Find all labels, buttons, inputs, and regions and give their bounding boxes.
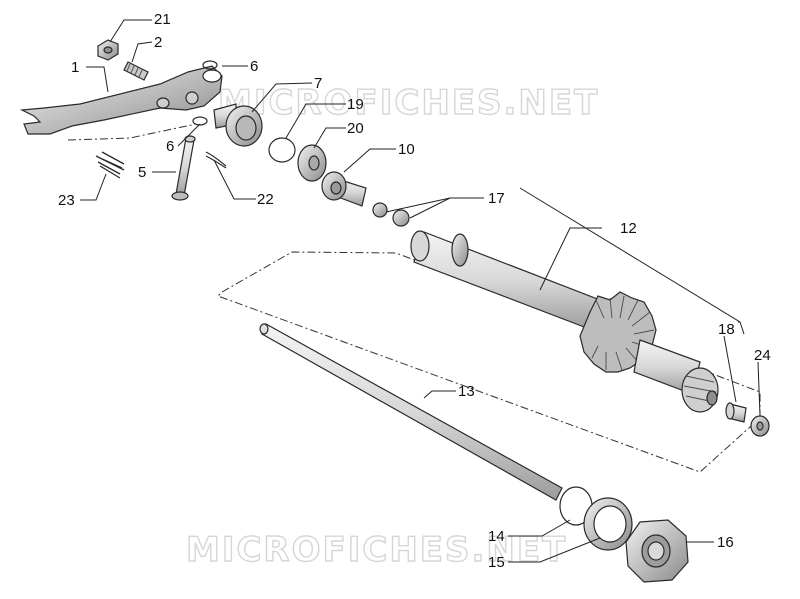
callout-2: 2 (154, 34, 162, 51)
callout-20: 20 (347, 120, 364, 137)
callout-23: 23 (58, 192, 75, 209)
callout-24: 24 (754, 347, 771, 364)
callout-labels: 1 2 21 6 7 19 20 10 17 12 6 5 22 23 18 2… (58, 11, 771, 571)
callout-7: 7 (314, 75, 322, 92)
callout-16: 16 (717, 534, 734, 551)
callout-22: 22 (257, 191, 274, 208)
callout-19: 19 (347, 96, 364, 113)
watermark-top: MICROFICHES.NET (218, 83, 599, 123)
washer-part-6-lower (192, 116, 208, 126)
callout-17: 17 (488, 190, 505, 207)
lever-part (19, 65, 223, 135)
gear-teeth (579, 291, 657, 373)
pin-part-5 (171, 135, 196, 201)
callout-6-top: 6 (250, 58, 258, 75)
ring-part-19 (268, 137, 296, 163)
callout-12: 12 (620, 220, 637, 237)
bushing-part-7 (213, 103, 263, 147)
flange-part-20 (297, 144, 327, 182)
callout-14: 14 (488, 528, 505, 545)
callout-15: 15 (488, 554, 505, 571)
bearing-ring-part-15 (583, 497, 633, 551)
oring-part-6-top (202, 60, 218, 70)
watermark-bottom: MICROFICHES.NET (186, 530, 567, 570)
callout-18: 18 (718, 321, 735, 338)
hex-nut-part-16 (625, 519, 689, 583)
spindle-part-10 (321, 171, 367, 207)
callout-1: 1 (71, 59, 79, 76)
callout-21: 21 (154, 11, 171, 28)
bushing-part-18 (725, 402, 747, 423)
callout-6-lower: 6 (166, 138, 174, 155)
cotter-pin-part-22 (205, 151, 227, 169)
spring-part-23 (95, 151, 125, 179)
callout-10: 10 (398, 141, 415, 158)
leader-lines (80, 19, 761, 563)
rod-part-13 (259, 323, 563, 501)
nut-part-24 (750, 415, 770, 437)
main-shaft-part-12 (410, 230, 719, 413)
screw-part-2 (123, 61, 149, 81)
bushings-part-17 (372, 202, 410, 227)
callout-5: 5 (138, 164, 146, 181)
assembly-outline-upper (67, 123, 197, 141)
callout-13: 13 (458, 383, 475, 400)
nut-part-21 (97, 39, 119, 61)
